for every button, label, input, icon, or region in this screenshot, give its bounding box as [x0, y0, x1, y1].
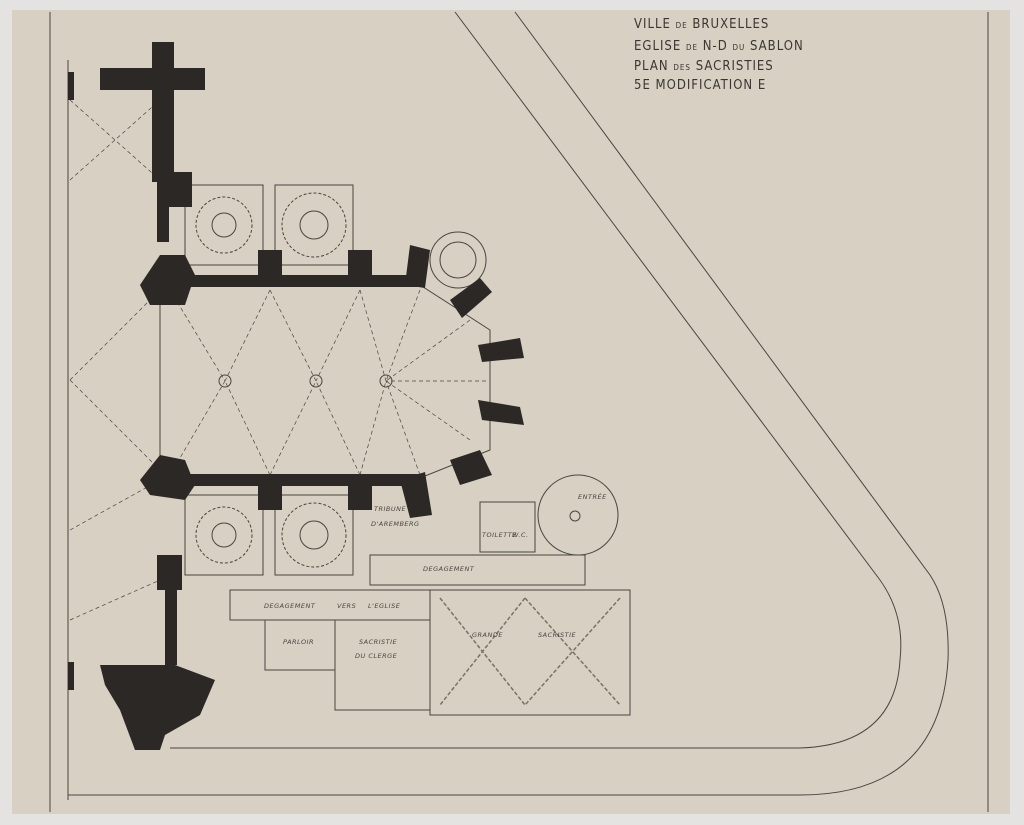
vault-ribs: [69, 99, 486, 621]
title-line-3: PLAN DES SACRISTIES: [634, 60, 774, 73]
walls: [68, 42, 524, 750]
room-label-tribune: TRIBUNE: [374, 505, 407, 513]
room-label-sacristie-clerge: SACRISTIE: [359, 638, 398, 646]
title-text: PLAN: [634, 59, 669, 74]
room-label-leglise: L'EGLISE: [368, 602, 401, 610]
room-label-aremberg: D'AREMBERG: [371, 520, 420, 528]
room-label-degagement: DEGAGEMENT: [423, 565, 475, 573]
title-text: DU: [732, 43, 746, 52]
title-text: MODIFICATION: [655, 78, 754, 93]
street-curve-outer: [68, 11, 949, 796]
title-text: DE: [675, 21, 688, 30]
title-line-4: 5E MODIFICATION E: [634, 79, 766, 92]
title-text: 5E: [634, 78, 651, 93]
room-label-parloir: PARLOIR: [283, 638, 315, 646]
room-label-vers: VERS: [337, 602, 357, 610]
street-curve-inner: [170, 11, 902, 749]
room-label-wc: W.C.: [512, 531, 529, 539]
room-label-degagement-2: DEGAGEMENT: [264, 602, 316, 610]
octagonal-chapel: [429, 231, 487, 289]
title-line-1: VILLE DE BRUXELLES: [634, 18, 769, 31]
room-label-sacristie: SACRISTIE: [538, 631, 577, 639]
title-text: VILLE: [634, 17, 671, 32]
title-text: BRUXELLES: [692, 17, 770, 32]
title-text: DE: [685, 43, 699, 52]
room-label-entree: ENTRÉE: [578, 493, 607, 501]
room-label-toilette: TOILETTE: [482, 531, 517, 539]
title-line-2: EGLISE DE N-D DU SABLON: [634, 40, 804, 53]
choir-outline: [159, 284, 491, 479]
room-label-grande: GRANDE: [472, 631, 503, 639]
stair-tower: [537, 474, 619, 556]
title-text: DES: [673, 63, 691, 72]
title-text: SABLON: [750, 39, 804, 54]
room-label-du-clerge: DU CLERGE: [355, 652, 398, 660]
title-text: N-D: [702, 39, 728, 54]
title-text: EGLISE: [634, 39, 682, 54]
grande-sacristie-outline: [429, 589, 631, 716]
title-text: SACRISTIES: [695, 59, 774, 74]
title-text: E: [757, 78, 767, 93]
